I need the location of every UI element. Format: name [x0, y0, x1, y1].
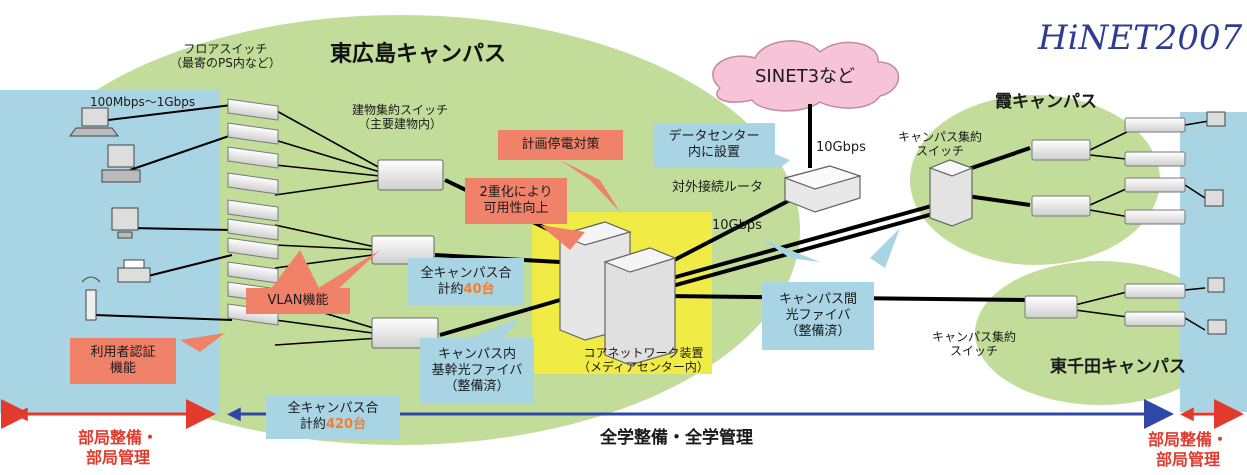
intercampus-line2: 光ファイバ: [785, 307, 851, 323]
building-switch: [377, 159, 444, 191]
intercampus-line1: キャンパス間: [778, 291, 857, 307]
core-line1: コアネットワーク装置: [583, 346, 704, 360]
floor-switch-label: フロアスイッチ （最寄のPS内など）: [170, 42, 281, 71]
floor-switch-line1: フロアスイッチ: [183, 42, 268, 56]
intercampus-callout: キャンパス間 光ファイバ （整備済）: [762, 282, 874, 350]
datacenter-line2: 内に設置: [687, 145, 740, 160]
auth-callout: 利用者認証 機能: [70, 338, 176, 384]
sinet-label: SINET3など: [755, 66, 856, 87]
kasumi-agg-line2: スイッチ: [916, 144, 965, 159]
senda-agg-line1: キャンパス集約: [932, 330, 1017, 344]
printer-icon: [117, 259, 151, 283]
right-dept-zone: [1180, 112, 1247, 412]
callout-pointer: [540, 225, 585, 250]
campus-40-prefix: 計約: [437, 282, 464, 297]
footer-right-line2: 部局管理: [1156, 450, 1221, 469]
laptop-icon: [69, 107, 119, 137]
callout-pointer: [870, 228, 900, 268]
speed-top: 10Gbps: [816, 140, 866, 155]
floor-switch-line2: （最寄のPS内など）: [170, 56, 281, 71]
campus-40-line1: 全キャンパス合: [420, 265, 512, 281]
senda-agg-label: キャンパス集約 スイッチ: [932, 330, 1016, 359]
redundancy-line2: 可用性向上: [483, 201, 549, 216]
core-label: コアネットワーク装置 （メディアセンター内）: [578, 346, 709, 375]
footer-left: 部局整備・ 部局管理: [78, 428, 158, 468]
campus-420-prefix: 計約: [299, 417, 326, 432]
wireless-ap-icon: [81, 276, 101, 321]
building-switch-label: 建物集約スイッチ （主要建物内）: [352, 103, 448, 132]
campus-40-num: 40台: [463, 282, 495, 297]
building-switch-line2: （主要建物内）: [358, 117, 443, 132]
sinet-cloud: [712, 40, 900, 112]
backbone-line3: （整備済）: [444, 379, 510, 395]
router-label: 対外接続ルータ: [672, 180, 764, 195]
building-switch-line1: 建物集約スイッチ: [352, 103, 449, 117]
campus-420-line2: 計約420台: [300, 417, 366, 433]
datacenter-line1: データセンター: [668, 128, 760, 144]
senda-title: 東千田キャンパス: [1050, 357, 1186, 377]
callout-pointer: [180, 333, 225, 352]
hinet-logo: HiNET2007: [1038, 18, 1243, 58]
right-client-icons: [1204, 111, 1227, 335]
building-switch: [371, 235, 435, 265]
core-device: [558, 221, 677, 366]
senda-agg-line2: スイッチ: [950, 344, 999, 359]
vlan-callout: VLAN機能: [246, 288, 350, 314]
footer-center: 全学整備・全学管理: [600, 428, 753, 448]
core-line2: （メディアセンター内）: [578, 360, 709, 375]
redundancy-line1: 2重化により: [479, 184, 553, 200]
external-router: [783, 165, 863, 213]
kasumi-agg-line1: キャンパス集約: [898, 130, 983, 144]
footer-left-line1: 部局整備・: [78, 428, 159, 447]
power-callout: 計画停電対策: [498, 130, 623, 160]
kasumi-title: 霞キャンパス: [995, 92, 1097, 112]
campus-420-line1: 全キャンパス合: [287, 400, 379, 416]
footer-left-line2: 部局管理: [86, 448, 151, 467]
arrow-head-left-blue: ◀: [227, 403, 241, 424]
auth-line2: 機能: [109, 361, 136, 376]
footer-right-line1: 部局整備・: [1148, 430, 1229, 449]
vlan-text: VLAN機能: [267, 292, 329, 308]
footer-right: 部局整備・ 部局管理: [1148, 430, 1228, 470]
callout-pointer: [470, 318, 520, 342]
kasumi-area: [910, 95, 1160, 265]
higashi-hiroshima-title: 東広島キャンパス: [330, 42, 507, 67]
campus-40-callout: 全キャンパス合 計約40台: [408, 258, 524, 306]
client-speed-label: 100Mbps～1Gbps: [90, 95, 196, 109]
auth-line1: 利用者認証: [90, 344, 156, 360]
callout-pointer: [760, 238, 820, 262]
callout-pointer: [315, 250, 380, 292]
datacenter-callout: データセンター 内に設置: [653, 123, 775, 167]
speed-core: 10Gbps: [712, 218, 762, 233]
redundancy-callout: 2重化により 可用性向上: [465, 178, 567, 224]
kasumi-agg-switch: [928, 159, 974, 227]
power-text: 計画停電対策: [521, 136, 600, 152]
arrow-head-right-start: ◀: [1180, 403, 1194, 424]
monitor-icon: [111, 207, 139, 239]
intercampus-line3: （整備済）: [785, 324, 851, 340]
callout-pointer: [270, 250, 320, 290]
backbone-callout: キャンパス内 基幹光ファイバ （整備済）: [420, 338, 534, 404]
campus-40-line2: 計約40台: [437, 282, 494, 298]
kasumi-agg-label: キャンパス集約 スイッチ: [898, 130, 982, 159]
backbone-line1: キャンパス内: [437, 346, 516, 362]
desktop-icon: [101, 144, 141, 183]
arrow-head-left: ◀: [14, 403, 28, 424]
campus-420-callout: 全キャンパス合 計約420台: [266, 395, 400, 439]
campus-420-num: 420台: [325, 417, 367, 432]
backbone-line2: 基幹光ファイバ: [431, 362, 523, 378]
